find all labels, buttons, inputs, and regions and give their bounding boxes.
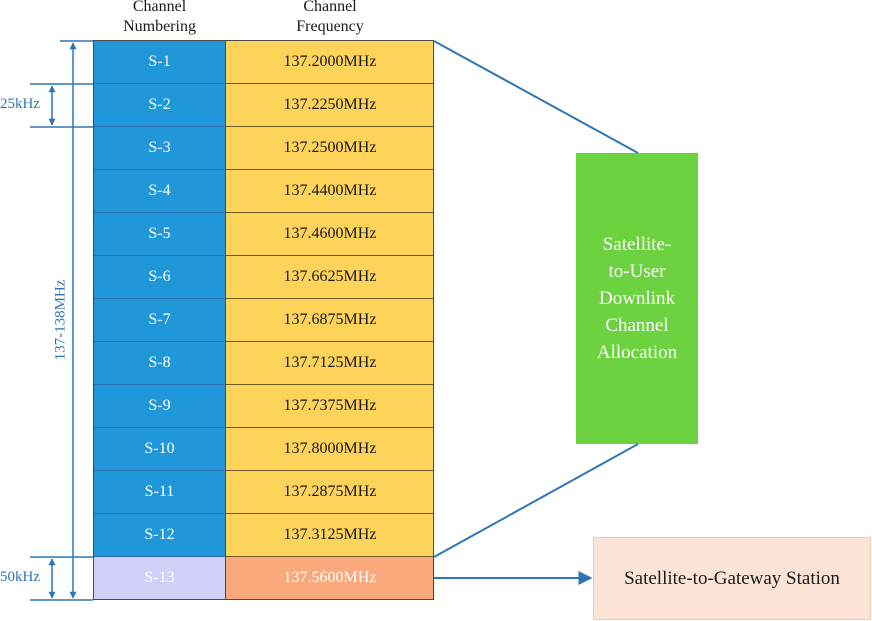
channel-frequency-cell: 137.2500MHz xyxy=(226,127,434,170)
channel-frequency-cell: 137.4600MHz xyxy=(226,213,434,256)
downlink-allocation-box: Satellite- to-User Downlink Channel Allo… xyxy=(576,153,698,444)
channel-frequency-cell: 137.8000MHz xyxy=(226,428,434,471)
channel-number-cell: S-7 xyxy=(93,299,226,342)
band-range-label: 137-138MHz xyxy=(52,279,69,361)
channel-number-cell: S-3 xyxy=(93,127,226,170)
channel-number-cell: S-2 xyxy=(93,84,226,127)
spacing-50khz-label: 50kHz xyxy=(0,569,40,585)
channel-number-cell: S-12 xyxy=(93,514,226,557)
channel-number-cell: S-9 xyxy=(93,385,226,428)
channel-number-cell: S-13 xyxy=(93,557,226,600)
channel-number-cell: S-1 xyxy=(93,41,226,84)
channel-frequency-cell: 137.7125MHz xyxy=(226,342,434,385)
channel-frequency-cell: 137.7375MHz xyxy=(226,385,434,428)
gateway-station-box: Satellite-to-Gateway Station xyxy=(593,537,871,620)
channel-frequency-cell: 137.2250MHz xyxy=(226,84,434,127)
channel-number-cell: S-11 xyxy=(93,471,226,514)
channel-frequency-cell: 137.3125MHz xyxy=(226,514,434,557)
channel-number-cell: S-8 xyxy=(93,342,226,385)
channel-frequency-cell: 137.6875MHz xyxy=(226,299,434,342)
channel-number-cell: S-5 xyxy=(93,213,226,256)
spacing-25khz-label: 25kHz xyxy=(0,96,40,112)
connector-bottom-line xyxy=(433,443,639,558)
channel-frequency-cell: 137.2000MHz xyxy=(226,41,434,84)
column-divider xyxy=(225,40,226,600)
channel-frequency-cell: 137.2875MHz xyxy=(226,471,434,514)
channel-frequency-cell: 137.6625MHz xyxy=(226,256,434,299)
channel-number-cell: S-10 xyxy=(93,428,226,471)
frequency-header: Channel Frequency xyxy=(296,0,364,35)
channel-frequency-cell: 137.4400MHz xyxy=(226,170,434,213)
connector-top-line xyxy=(433,40,639,154)
numbering-header: Channel Numbering xyxy=(123,0,196,35)
channel-number-cell: S-4 xyxy=(93,170,226,213)
channel-number-cell: S-6 xyxy=(93,256,226,299)
